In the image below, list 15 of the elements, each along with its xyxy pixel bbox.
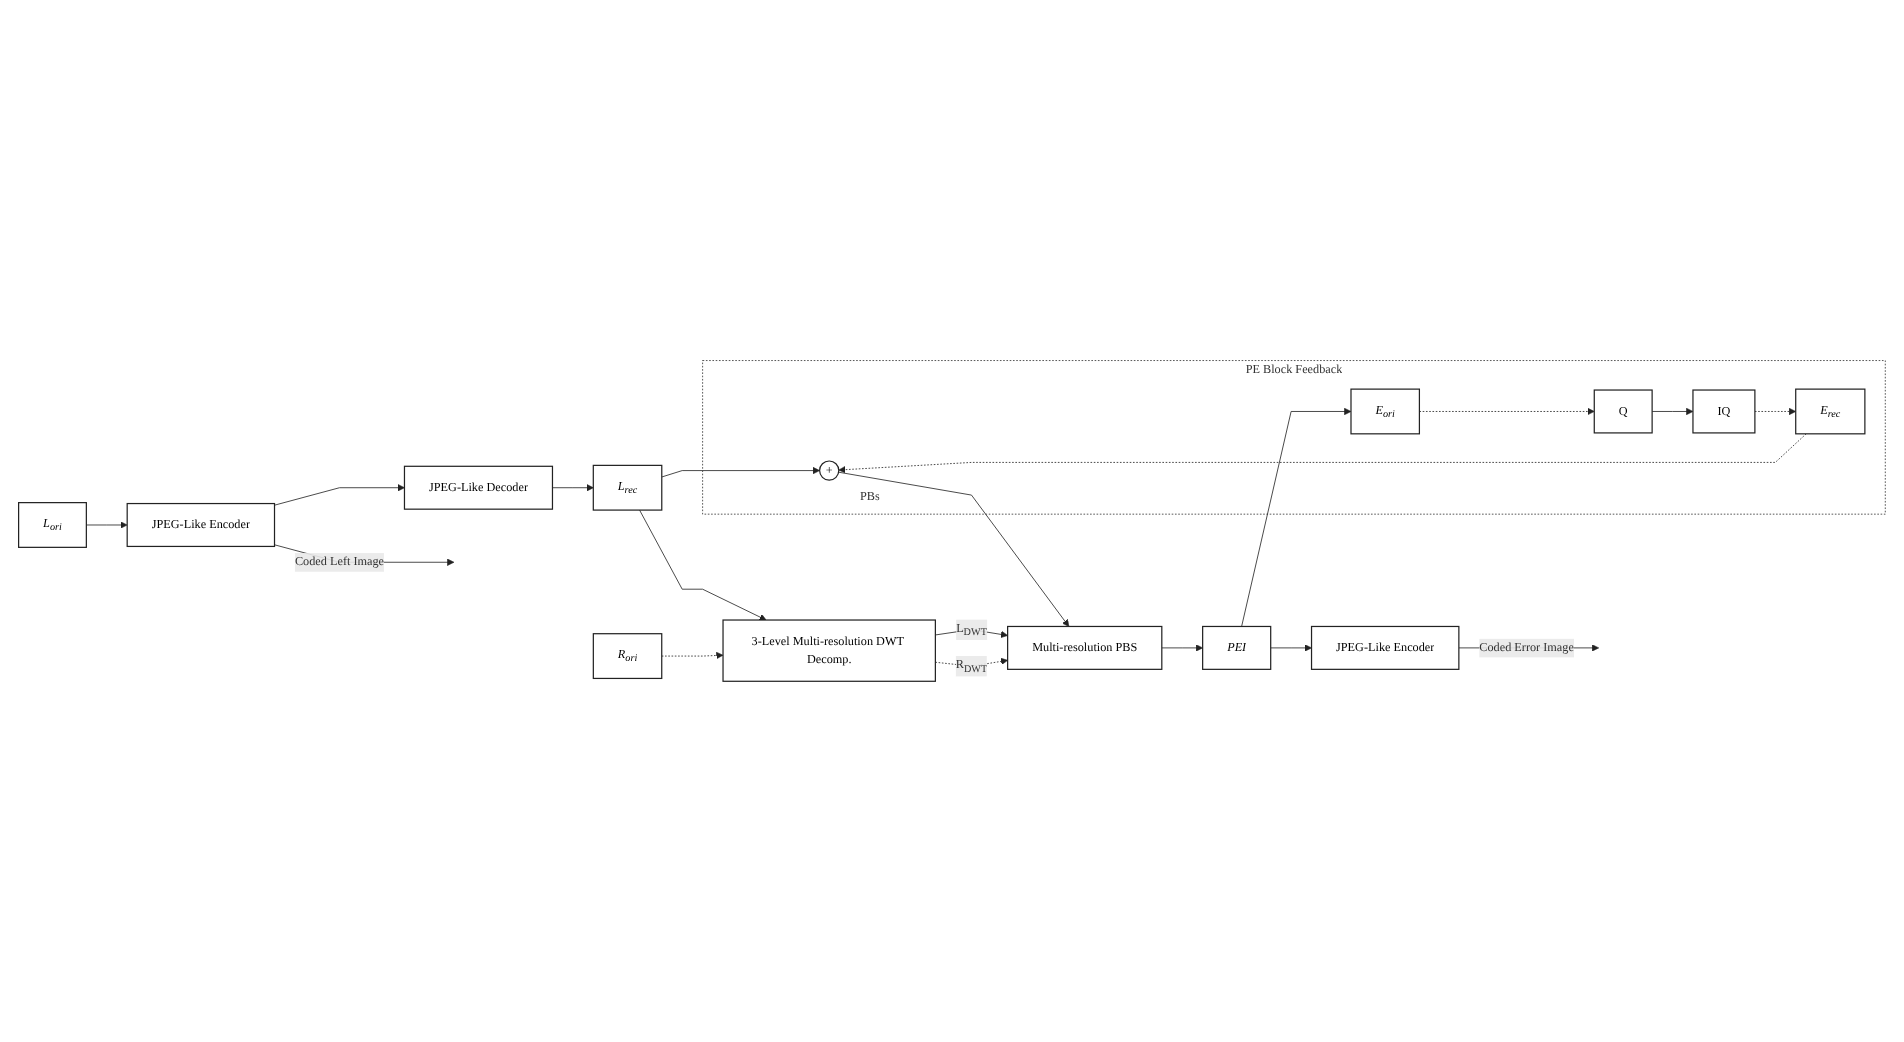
node-box — [1310, 625, 1460, 671]
node-box — [403, 465, 554, 510]
node-box — [1007, 625, 1163, 671]
node-box — [1795, 388, 1866, 435]
node-box — [18, 502, 87, 549]
node-box — [1593, 389, 1653, 434]
node-box — [722, 619, 936, 682]
node-box — [1350, 388, 1421, 435]
cluster — [702, 360, 1886, 515]
node-box — [126, 503, 276, 548]
node-box — [592, 464, 663, 511]
node-circle — [819, 460, 840, 481]
node-box — [592, 633, 663, 680]
node-box — [1692, 389, 1756, 434]
node-box — [1202, 625, 1272, 671]
